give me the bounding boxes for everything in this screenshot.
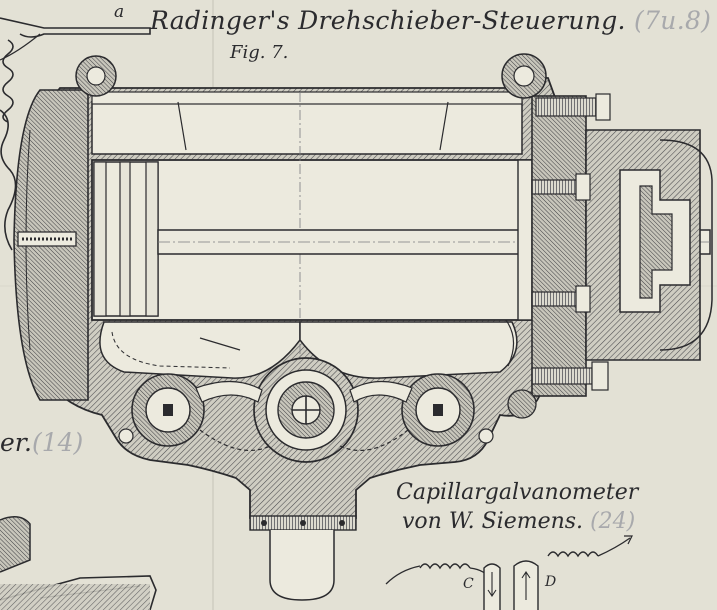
galvanometer-caption-line2: von W. Siemens. (24)	[402, 509, 635, 534]
top-left-arm	[0, 17, 151, 38]
bolt-hole-r	[478, 428, 494, 444]
corner-letter: a	[114, 2, 125, 22]
label-d: D	[545, 574, 557, 590]
passage-right	[299, 321, 518, 379]
nut-3	[575, 285, 591, 313]
piston-ring-1	[93, 161, 107, 317]
galvanometer-ref: (24)	[590, 509, 636, 534]
nut-bottom	[591, 361, 609, 391]
flow-arrow-l	[199, 337, 241, 351]
piston-ring-2	[119, 161, 131, 317]
plate-title: Radinger's Drehschieber-Steuerung. (7u.8…	[150, 6, 711, 35]
label-c: C	[463, 576, 474, 592]
galvanometer-coil-l	[419, 563, 471, 570]
valve-left-spindle	[163, 404, 173, 416]
galvanometer-wire-r	[597, 537, 631, 557]
galvanometer-wire-l	[385, 565, 421, 585]
upper-steam-passage	[91, 101, 523, 155]
passage-left	[99, 321, 301, 379]
nut-2	[575, 173, 591, 201]
cover-bolt-top	[535, 97, 597, 117]
back-cover-face	[517, 159, 533, 321]
galvanometer-caption-line1: Capillargalvanometer	[396, 480, 639, 505]
back-cover	[531, 95, 587, 397]
left-fragment-ref: (14)	[31, 428, 84, 457]
cover-bolt-2	[531, 179, 577, 195]
top-wall	[91, 91, 523, 105]
left-fragment-text: er.	[0, 428, 32, 457]
flow-arrow-r	[505, 319, 515, 367]
left-edge-curve	[0, 109, 17, 251]
exhaust-pipe	[269, 530, 335, 601]
figure-label: Fig. 7.	[230, 42, 289, 63]
valve-right-spindle	[433, 404, 443, 416]
plate-title-ref: (7u.8)	[634, 6, 712, 35]
left-fragment-label: er.(14)	[0, 428, 83, 457]
left-spring-coil	[2, 39, 14, 123]
nut-top	[595, 93, 611, 121]
plate-title-text: Radinger's Drehschieber-Steuerung.	[150, 6, 626, 35]
galvanometer-caption-text: von W. Siemens.	[402, 509, 584, 534]
cover-bolt-bottom	[531, 367, 593, 385]
piston-ring-3	[145, 161, 159, 317]
bolt-hole-l	[118, 428, 134, 444]
galvanometer-coil-r	[547, 551, 599, 558]
cover-bolt-3	[531, 291, 577, 307]
crosshead-guide	[659, 139, 713, 351]
gland-ring	[639, 185, 673, 299]
fragment-lower-left	[0, 516, 31, 573]
